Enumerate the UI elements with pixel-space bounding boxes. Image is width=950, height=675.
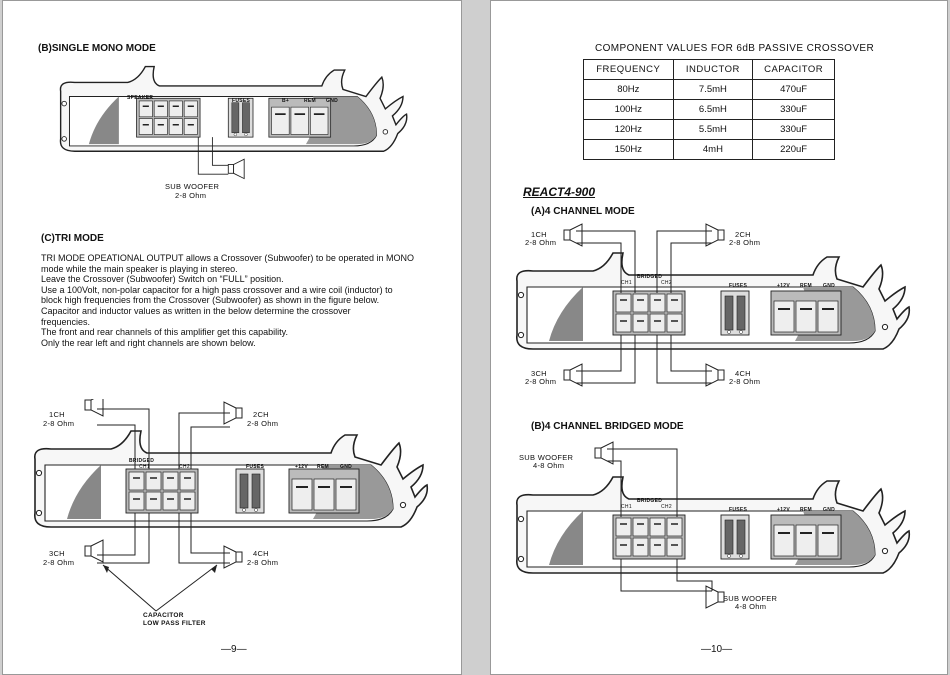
- table-cell: 80Hz: [583, 79, 674, 100]
- page-9: (B)SINGLE MONO MODE SPEAKER FUSES B+ REM…: [2, 0, 462, 675]
- sub-woofer-bottom-label: SUB WOOFER: [723, 594, 778, 603]
- ch2-label: CH2: [661, 504, 672, 510]
- table-cell: 150Hz: [583, 139, 674, 160]
- speaker-label: SPEAKER: [127, 95, 154, 101]
- table-cell: 6.5mH: [672, 99, 754, 120]
- v12-label: +12V: [777, 283, 791, 289]
- section-b-title: (B)SINGLE MONO MODE: [38, 43, 156, 54]
- v12-label: +12V: [295, 464, 309, 470]
- para-line: The front and rear channels of this ampl…: [41, 327, 288, 338]
- amp-diagram-4ch-bridged: [515, 441, 911, 609]
- spk-4ch-ohm: 2-8 Ohm: [247, 558, 279, 567]
- rem-label: REM: [800, 283, 813, 289]
- ch1-label: CH1: [139, 464, 150, 470]
- amp-diagram-single-mono: [59, 65, 408, 180]
- ch1-label: CH1: [621, 504, 632, 510]
- capacitor-label: CAPACITOR: [143, 612, 184, 619]
- fuses-label: FUSES: [729, 283, 748, 289]
- para-line: Leave the Crossover (Subwoofer) Switch o…: [41, 274, 284, 285]
- page-number-value: 9: [231, 644, 237, 655]
- table-cell: 330uF: [752, 99, 835, 120]
- section-a-title: (A)4 CHANNEL MODE: [531, 206, 635, 217]
- table-cell: 470uF: [752, 79, 835, 100]
- table-cell: 220uF: [752, 139, 835, 160]
- amp-diagram-4ch: [515, 223, 911, 387]
- section-c-title: (C)TRI MODE: [41, 233, 104, 244]
- ch2-label: CH2: [661, 280, 672, 286]
- table-row: 100Hz 6.5mH 330uF: [583, 99, 835, 120]
- component-table: FREQUENCY INDUCTOR CAPACITOR 80Hz 7.5mH …: [583, 59, 835, 160]
- page-10: COMPONENT VALUES FOR 6dB PASSIVE CROSSOV…: [490, 0, 948, 675]
- low-pass-label: LOW PASS FILTER: [143, 620, 206, 627]
- v12-label: +12V: [777, 507, 791, 513]
- para-line: Use a 100Volt, non-polar capacitor for a…: [41, 284, 393, 295]
- table-cell: 4mH: [672, 139, 754, 160]
- spk-3ch: 3CH: [531, 369, 547, 378]
- para-line: mode while the main speaker is playing i…: [41, 263, 238, 274]
- spk-2ch: 2CH: [253, 410, 269, 419]
- para-line: Capacitor and inductor values as written…: [41, 305, 351, 316]
- rem-label: REM: [317, 464, 330, 470]
- spk-2ch-ohm: 2-8 Ohm: [729, 238, 761, 247]
- spk-1ch: 1CH: [531, 230, 547, 239]
- para-line: frequencies.: [41, 316, 91, 327]
- rem-label: REM: [800, 507, 813, 513]
- sub-woofer-top-label: SUB WOOFER: [519, 453, 574, 462]
- gnd-label: GND: [326, 98, 339, 104]
- table-title: COMPONENT VALUES FOR 6dB PASSIVE CROSSOV…: [595, 43, 875, 54]
- fuses-label: FUSES: [232, 98, 251, 104]
- gnd-label: GND: [823, 283, 836, 289]
- page-number: —9—: [221, 644, 247, 655]
- spk-1ch: 1CH: [49, 410, 65, 419]
- fuses-label: FUSES: [729, 507, 748, 513]
- spk-4ch: 4CH: [735, 369, 751, 378]
- ch1-label: CH1: [621, 280, 632, 286]
- para-line: Only the rear left and right channels ar…: [41, 337, 256, 348]
- bridged-label: BRIDGED: [637, 498, 663, 504]
- bridged-label: BRIDGED: [129, 458, 155, 464]
- spk-1ch-ohm: 2-8 Ohm: [43, 419, 75, 428]
- spk-3ch-ohm: 2-8 Ohm: [525, 377, 557, 386]
- fuses-label: FUSES: [246, 464, 265, 470]
- table-header-row: FREQUENCY INDUCTOR CAPACITOR: [583, 59, 835, 80]
- rem-label: REM: [304, 98, 317, 104]
- table-cell: 100Hz: [583, 99, 674, 120]
- table-cell: 7.5mH: [672, 79, 754, 100]
- para-line: block high frequencies from the Crossove…: [41, 295, 380, 306]
- amp-diagram-tri-mode: [33, 399, 429, 612]
- col-frequency: FREQUENCY: [583, 59, 674, 80]
- table-row: 80Hz 7.5mH 470uF: [583, 79, 835, 100]
- table-cell: 120Hz: [583, 119, 674, 140]
- model-title: REACT4-900: [523, 185, 596, 199]
- sub-woofer-bottom-ohm: 4-8 Ohm: [735, 602, 767, 611]
- col-capacitor: CAPACITOR: [752, 59, 835, 80]
- ch2-label: CH2: [179, 464, 190, 470]
- tri-mode-paragraph: TRI MODE OPEATIONAL OUTPUT allows a Cros…: [41, 253, 414, 348]
- spk-2ch-ohm: 2-8 Ohm: [247, 419, 279, 428]
- sub-woofer-top-ohm: 4-8 Ohm: [533, 461, 565, 470]
- spk-3ch-ohm: 2-8 Ohm: [43, 558, 75, 567]
- col-inductor: INDUCTOR: [672, 59, 754, 80]
- page-number-value: 10: [711, 644, 723, 655]
- table-cell: 330uF: [752, 119, 835, 140]
- sub-woofer-ohm: 2-8 Ohm: [175, 191, 207, 200]
- table-row: 120Hz 5.5mH 330uF: [583, 119, 835, 140]
- spk-3ch: 3CH: [49, 549, 65, 558]
- para-line: TRI MODE OPEATIONAL OUTPUT allows a Cros…: [41, 253, 414, 263]
- table-cell: 5.5mH: [672, 119, 754, 140]
- bridged-label: BRIDGED: [637, 274, 663, 280]
- bplus-label: B+: [282, 98, 290, 104]
- table-row: 150Hz 4mH 220uF: [583, 139, 835, 160]
- gnd-label: GND: [340, 464, 353, 470]
- spk-4ch-ohm: 2-8 Ohm: [729, 377, 761, 386]
- spk-4ch: 4CH: [253, 549, 269, 558]
- spk-1ch-ohm: 2-8 Ohm: [525, 238, 557, 247]
- page-number: —10—: [701, 644, 733, 655]
- sub-woofer-label: SUB WOOFER: [165, 182, 220, 191]
- gnd-label: GND: [823, 507, 836, 513]
- section-b-bridged-title: (B)4 CHANNEL BRIDGED MODE: [531, 421, 684, 432]
- spk-2ch: 2CH: [735, 230, 751, 239]
